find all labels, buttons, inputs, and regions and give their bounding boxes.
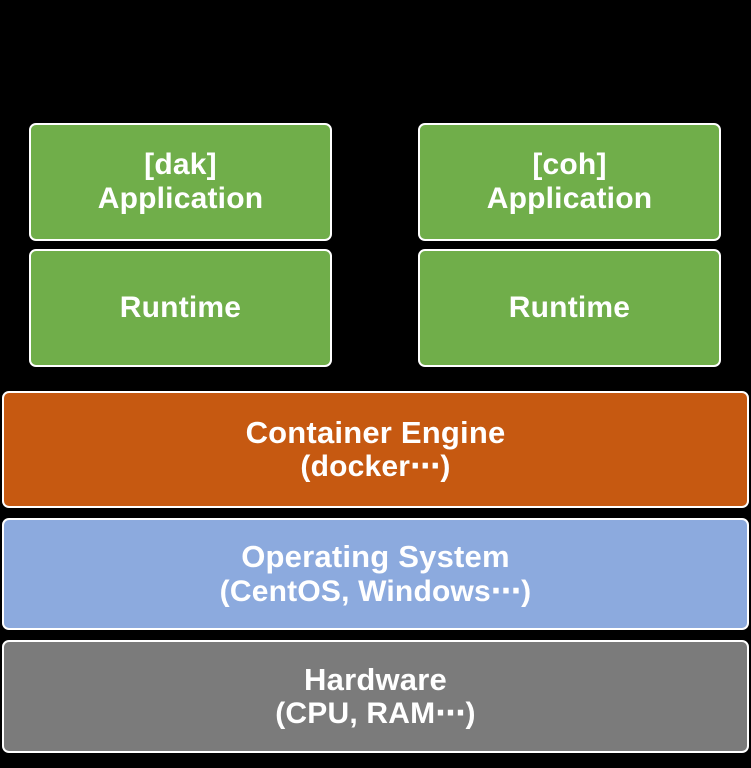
operating-system-subtitle: (CentOS, Windows⋯) [219, 574, 532, 608]
application-label-left: Application [97, 182, 264, 215]
application-box-right: [coh] Application [418, 123, 721, 241]
hardware-subtitle: (CPU, RAM⋯) [275, 697, 476, 731]
application-box-left: [dak] Application [29, 123, 332, 241]
container-engine-subtitle: (docker⋯) [300, 450, 451, 484]
runtime-box-left: Runtime [29, 249, 332, 367]
operating-system-band: Operating System (CentOS, Windows⋯) [2, 518, 749, 630]
application-tag-right: [coh] [532, 147, 607, 181]
runtime-label-left: Runtime [119, 290, 242, 324]
hardware-band: Hardware (CPU, RAM⋯) [2, 640, 749, 753]
container-engine-band: Container Engine (docker⋯) [2, 391, 749, 508]
application-tag-left: [dak] [144, 147, 217, 181]
application-label-right: Application [486, 182, 653, 215]
runtime-label-right: Runtime [508, 290, 631, 324]
container-engine-title: Container Engine [245, 414, 506, 450]
operating-system-title: Operating System [241, 539, 510, 575]
runtime-box-right: Runtime [418, 249, 721, 367]
hardware-title: Hardware [304, 661, 447, 697]
